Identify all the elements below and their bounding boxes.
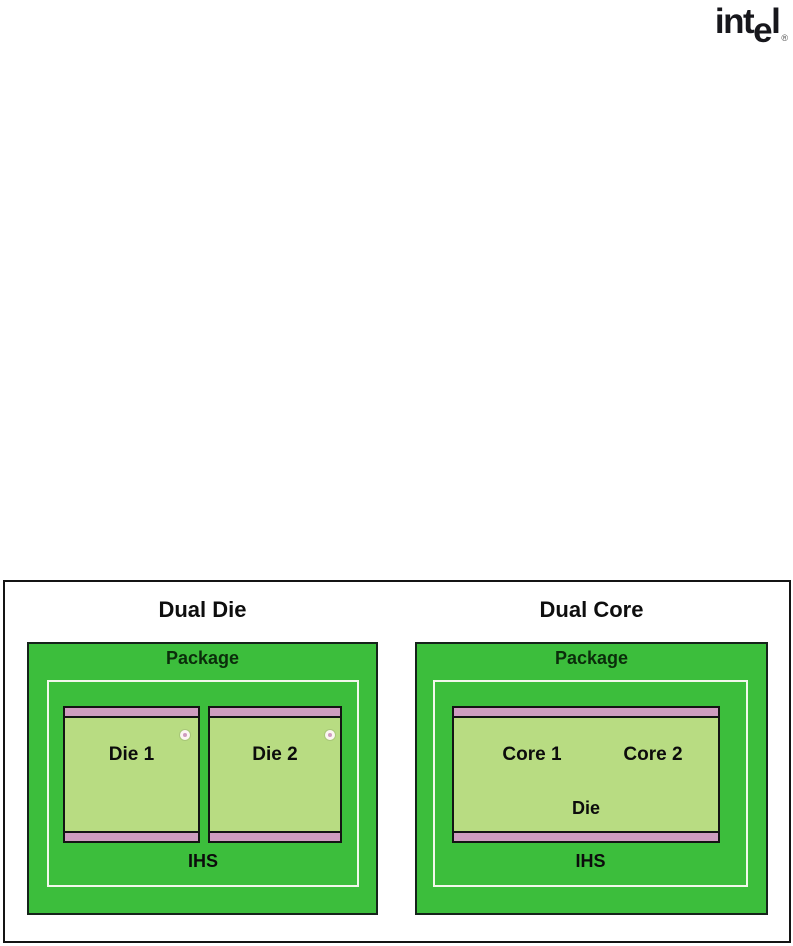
dual-core-die-box: Core 1 Core 2 Die [452,706,720,843]
die1-box: Die 1 [63,706,200,843]
dual-core-package-label: Package [554,648,629,668]
dual-core-die-label: Die [571,798,600,818]
die2-marker-dot-icon [325,730,335,740]
dual-core-substrate-bottom [454,831,718,841]
die1-marker-dot-icon [180,730,190,740]
die2-box: Die 2 [208,706,342,843]
dual-core-ihs-outline [433,680,748,887]
die2-substrate-top [210,708,340,718]
die2-substrate-bottom [210,831,340,841]
dual-die-ihs-label: IHS [187,851,218,871]
dual-core-ihs-label: IHS [575,851,606,871]
registered-trademark-icon: ® [781,33,788,43]
core2-label: Core 2 [623,744,683,765]
dual-die-title: Dual Die [158,597,247,622]
dual-die-package-label: Package [165,648,240,668]
die1-substrate-bottom [65,831,198,841]
die1-substrate-top [65,708,198,718]
dual-core-title: Dual Core [539,597,644,622]
dual-die-ihs-outline [47,680,359,887]
die2-label: Die 2 [252,744,298,765]
core1-label: Core 1 [502,744,562,765]
dual-die-package-box: Package Die 1 Die 2 IHS [27,642,378,915]
die1-label: Die 1 [108,744,155,765]
intel-logo-suffix: l [771,2,781,41]
dual-core-package-box: Package Core 1 Core 2 Die IHS [415,642,768,915]
intel-logo: intel® [715,0,788,60]
figure-frame: Dual Die Package Die 1 Die 2 IHS Dual Co… [3,580,791,943]
intel-logo-dropped-e: e [753,11,772,50]
intel-logo-prefix: int [714,2,755,41]
dual-core-substrate-top [454,708,718,718]
